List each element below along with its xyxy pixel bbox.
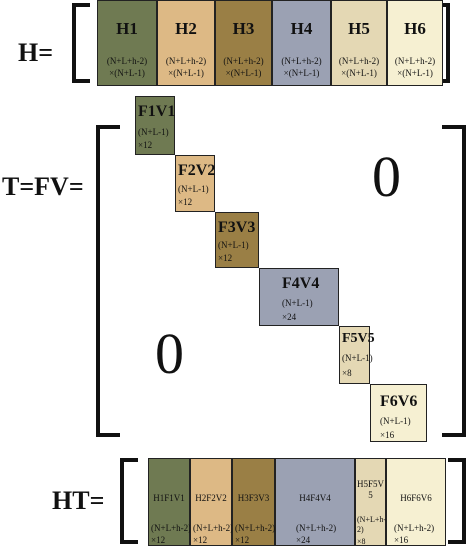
h-block-1: H1 (N+L+h-2) ×(N+L-1) [97, 0, 157, 86]
ht-right-bracket [448, 458, 466, 544]
zero-upper: 0 [372, 144, 401, 209]
ht-block-4-title: H4F4V4 [299, 493, 331, 503]
ht-block-4: H4F4V4 (N+L+h-2) ×24 [275, 458, 355, 546]
h-block-4-dim2: ×(N+L-1) [283, 68, 320, 78]
h-block-1-dim2: ×(N+L-1) [109, 68, 145, 78]
fv-block-3-dim2: ×12 [218, 253, 233, 263]
ht-block-4-dim1: (N+L+h-2) [296, 523, 337, 533]
ht-block-6-title: H6F6V6 [400, 493, 432, 503]
fv-block-2-title: F2V2 [178, 162, 216, 179]
h-block-3-dim2: ×(N+L-1) [225, 68, 262, 78]
h-block-4: H4 (N+L+h-2) ×(N+L-1) [272, 0, 331, 86]
ht-block-2: H2F2V2 (N+L+h-2) ×12 [190, 458, 234, 546]
ht-block-1-dim1: (N+L+h-2) [151, 523, 192, 533]
h-block-3: H3 (N+L+h-2) ×(N+L-1) [215, 0, 272, 86]
fv-block-1: F1V1 (N+L-1) ×12 [135, 96, 175, 155]
h-block-5-title: H5 [348, 19, 370, 38]
h-block-5-dim1: (N+L+h-2) [338, 56, 380, 66]
h-block-2-dim2: ×(N+L-1) [168, 68, 204, 78]
zero-lower: 0 [155, 321, 184, 386]
h-block-6: H6 (N+L+h-2) ×(N+L-1) [387, 0, 443, 86]
ht-block-2-title: H2F2V2 [195, 493, 227, 503]
fv-block-1-title: F1V1 [138, 103, 176, 120]
ht-block-6-dim2: ×16 [394, 535, 409, 545]
h-block-2: H2 (N+L+h-2) ×(N+L-1) [157, 0, 215, 86]
fv-block-5-dim2: ×8 [342, 368, 352, 378]
fv-block-4: F4V4 (N+L-1) ×24 [259, 268, 339, 326]
ht-block-3-title: H3F3V3 [237, 493, 270, 503]
fv-block-2-dim2: ×12 [178, 197, 193, 207]
ht-block-1-title: H1F1V1 [153, 493, 185, 503]
fv-block-2: F2V2 (N+L-1) ×12 [175, 155, 215, 212]
fv-block-4-dim1: (N+L-1) [282, 298, 313, 308]
t-label: T=FV= [2, 172, 84, 201]
fv-block-5-title: F5V5 [342, 331, 375, 346]
h-block-2-title: H2 [175, 19, 197, 38]
h-block-3-dim1: (N+L+h-2) [223, 56, 264, 66]
fv-block-6-dim1: (N+L-1) [380, 416, 411, 426]
h-block-5: H5 (N+L+h-2) ×(N+L-1) [331, 0, 387, 86]
fv-block-6: F6V6 (N+L-1) ×16 [370, 384, 427, 442]
h-block-1-dim1: (N+L+h-2) [106, 56, 148, 66]
h-block-3-title: H3 [232, 19, 255, 38]
ht-block-3-dim1: (N+L+h-2) [235, 523, 276, 533]
fv-block-4-title: F4V4 [282, 275, 320, 292]
fv-block-3: F3V3 (N+L-1) ×12 [215, 212, 259, 268]
h-block-5-dim2: ×(N+L-1) [341, 68, 377, 78]
fv-block-6-dim2: ×16 [380, 430, 395, 440]
fv-block-6-title: F6V6 [380, 393, 418, 410]
fv-block-1-dim1: (N+L-1) [138, 127, 169, 137]
t-right-bracket [442, 125, 466, 437]
h-block-6-dim2: ×(N+L-1) [397, 68, 433, 78]
h-block-4-title: H4 [290, 19, 313, 38]
h-block-6-dim1: (N+L+h-2) [394, 56, 436, 66]
ht-block-2-dim2: ×12 [193, 535, 208, 545]
h-left-bracket [72, 3, 90, 83]
fv-block-3-title: F3V3 [218, 219, 256, 236]
fv-block-4-dim2: ×24 [282, 312, 297, 322]
fv-block-3-dim1: (N+L-1) [218, 240, 249, 250]
h-block-6-title: H6 [404, 19, 426, 38]
ht-block-5-dim1: (N+L+h-2) [357, 515, 387, 534]
fv-block-5: F5V5 (N+L-1) ×8 [339, 326, 375, 384]
fv-block-5-dim1: (N+L-1) [342, 353, 373, 363]
ht-block-5-dim2: ×8 [357, 537, 366, 546]
ht-block-2-dim1: (N+L+h-2) [193, 523, 234, 533]
ht-block-6: H6F6V6 (N+L+h-2) ×16 [386, 458, 446, 546]
ht-block-5-title: H5F5V5 [356, 479, 384, 500]
ht-label: HT= [52, 486, 105, 515]
ht-block-6-dim1: (N+L+h-2) [394, 523, 435, 533]
ht-left-bracket [120, 458, 138, 544]
ht-block-4-dim2: ×24 [296, 535, 311, 545]
h-block-2-dim1: (N+L+h-2) [165, 56, 207, 66]
ht-block-5: H5F5V5 (N+L+h-2) ×8 [355, 458, 386, 546]
h-block-1-title: H1 [116, 19, 138, 38]
fv-block-1-dim2: ×12 [138, 140, 153, 150]
ht-block-1-dim2: ×12 [151, 535, 166, 545]
ht-block-1: H1F1V1 (N+L+h-2) ×12 [148, 458, 192, 546]
h-block-4-dim1: (N+L+h-2) [281, 56, 322, 66]
ht-block-3: H3F3V3 (N+L+h-2) ×12 [232, 458, 275, 546]
t-left-bracket [96, 125, 120, 437]
ht-block-3-dim2: ×12 [235, 535, 250, 545]
h-label: H= [18, 38, 54, 67]
fv-block-2-dim1: (N+L-1) [178, 184, 209, 194]
